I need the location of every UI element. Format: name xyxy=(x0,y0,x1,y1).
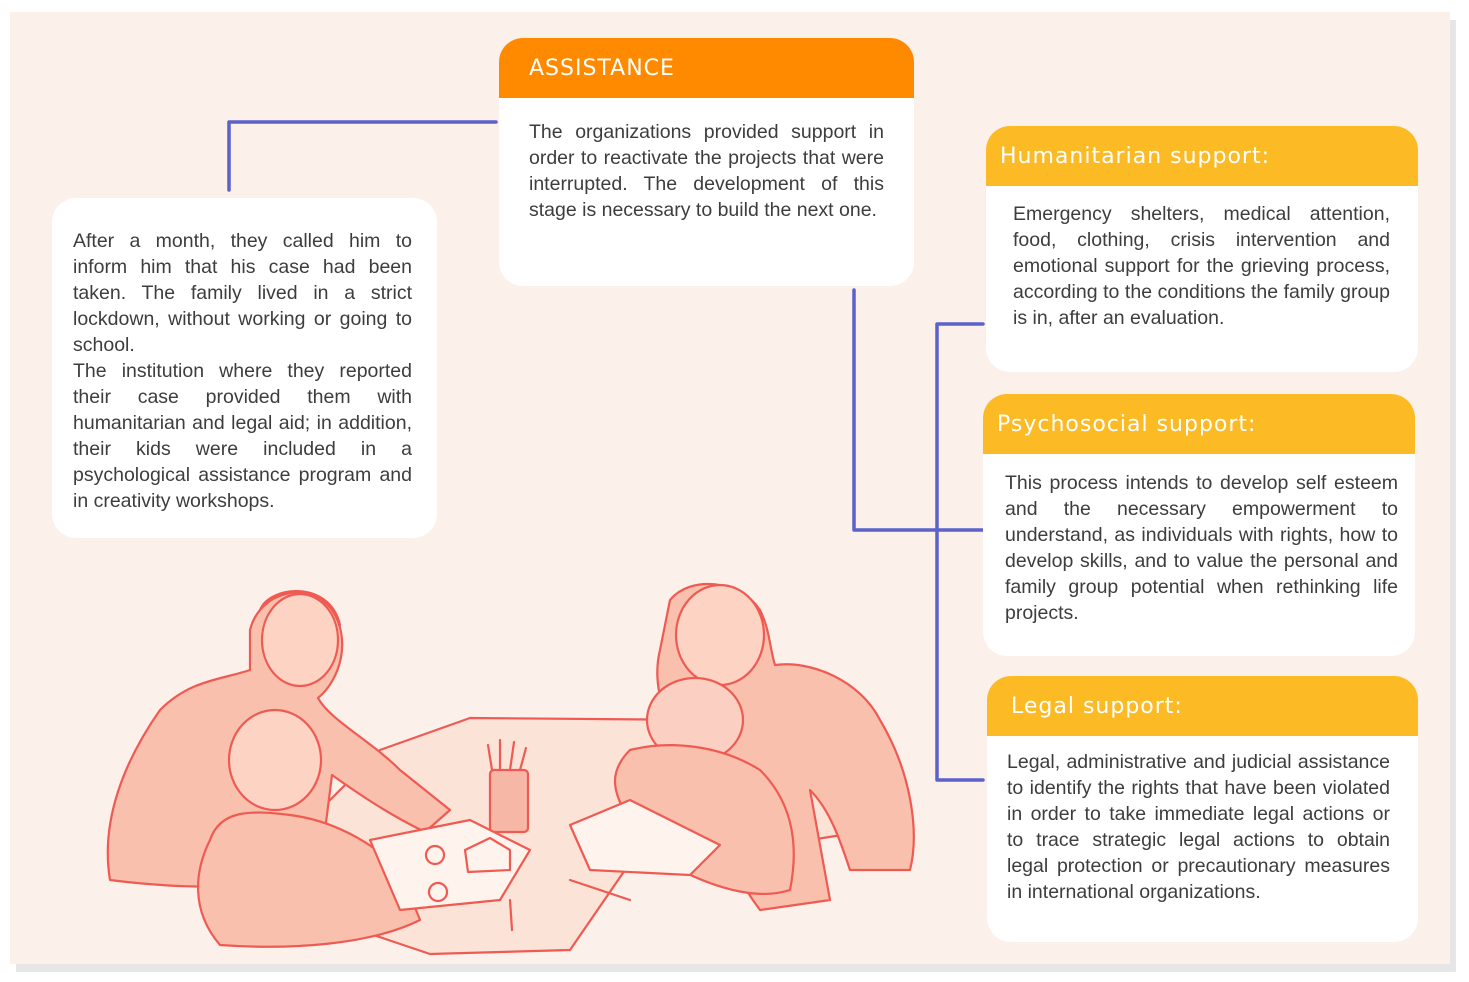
story-text: After a month, they called him to inform… xyxy=(73,230,412,512)
psychosocial-support-text: This process intends to develop self est… xyxy=(1005,472,1398,624)
drawing-paper-right xyxy=(568,798,722,877)
psychosocial-support-card: Psychosocial support: This process inten… xyxy=(983,394,1415,656)
child-left-head xyxy=(227,708,323,812)
connector-assistance-supports xyxy=(852,288,985,532)
assistance-title: ASSISTANCE xyxy=(499,38,914,98)
woman-head xyxy=(260,592,340,688)
family-illustration xyxy=(106,582,915,956)
pencil-cup xyxy=(488,768,530,834)
drawing-paper-left xyxy=(368,818,532,912)
assistance-text: The organizations provided support in or… xyxy=(529,121,884,221)
legal-support-card: Legal support: Legal, administrative and… xyxy=(987,676,1418,942)
story-card: After a month, they called him to inform… xyxy=(52,198,437,538)
child-left-body xyxy=(196,811,422,948)
connector-story-assistance xyxy=(227,120,498,192)
connector-support-branch xyxy=(935,322,985,782)
assistance-card: ASSISTANCE The organizations provided su… xyxy=(499,38,914,286)
humanitarian-support-title: Humanitarian support: xyxy=(986,126,1418,186)
legal-support-text: Legal, administrative and judicial assis… xyxy=(1007,751,1390,903)
humanitarian-support-card: Humanitarian support: Emergency shelters… xyxy=(986,126,1418,372)
psychosocial-support-title: Psychosocial support: xyxy=(983,394,1415,454)
humanitarian-support-text: Emergency shelters, medical attention, f… xyxy=(1013,203,1390,329)
legal-support-title: Legal support: xyxy=(987,676,1418,736)
man-head xyxy=(674,583,766,687)
